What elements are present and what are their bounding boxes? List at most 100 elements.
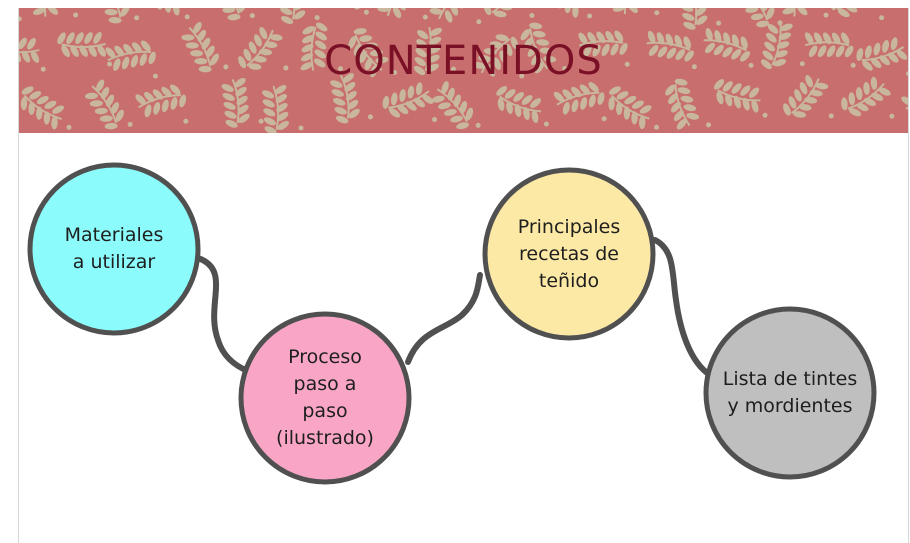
pattern-dot [298, 125, 304, 131]
pattern-dot [392, 70, 398, 76]
leaf-sprig [841, 76, 891, 117]
connector-3-4 [652, 237, 713, 378]
pattern-dot [624, 61, 630, 67]
leaf-sprig [856, 37, 908, 71]
pattern-dot [337, 66, 343, 72]
leaf-sprig [830, 8, 876, 18]
leaf-sprig [19, 37, 40, 63]
pattern-dot [828, 113, 834, 119]
connector-1-2 [195, 255, 253, 375]
pattern-dot [691, 64, 697, 70]
pattern-dot [283, 65, 289, 71]
node-materiales[interactable] [27, 162, 201, 336]
pattern-dot [314, 15, 320, 21]
leaf-sprig [330, 73, 360, 124]
pattern-dot [823, 12, 829, 18]
leaf-sprig [100, 8, 130, 24]
leaf-sprig [431, 81, 474, 130]
leaf-sprig [553, 82, 605, 115]
leaf-sprig [57, 32, 106, 58]
pattern-dot [543, 121, 549, 127]
pattern-dot [450, 66, 456, 72]
pattern-dot [422, 14, 428, 20]
leaf-sprig [33, 8, 59, 17]
pattern-dot [134, 15, 140, 21]
leaf-sprig [213, 8, 247, 21]
pattern-dot [73, 12, 79, 18]
leaf-sprig [496, 86, 542, 124]
page-title: CONTENIDOS [324, 38, 603, 84]
node-recetas-label: Principales recetas de teñido [517, 215, 621, 292]
leaf-sprig [760, 22, 793, 70]
pattern-dot [223, 64, 229, 70]
pattern-dot [432, 117, 438, 123]
pattern-dot [706, 122, 712, 128]
leaf-sprig [783, 75, 829, 118]
pattern-dot [587, 13, 593, 19]
leaf-sprig [262, 85, 289, 133]
pattern-dot [889, 113, 895, 119]
leaf-sprig [612, 8, 638, 14]
pattern-dot [654, 124, 660, 130]
leaf-sprig [646, 30, 694, 62]
leaf-sprig [84, 79, 124, 130]
pattern-dot [40, 66, 46, 72]
node-tintes[interactable] [703, 306, 877, 480]
leaf-sprig [472, 34, 519, 77]
pattern-dot [519, 73, 525, 79]
leaf-sprig [608, 86, 652, 130]
pattern-dot [249, 13, 255, 19]
leaf-sprig [155, 8, 180, 16]
pattern-dot [562, 66, 568, 72]
leaf-sprig [135, 84, 187, 118]
pattern-dot [183, 118, 189, 124]
node-proceso[interactable] [238, 311, 412, 485]
pattern-dot [654, 10, 660, 16]
pattern-dot [19, 16, 22, 22]
pattern-dot [152, 73, 158, 79]
pattern-dot [799, 61, 805, 67]
pattern-dot [363, 9, 369, 15]
leaf-sprig [377, 8, 412, 19]
title-banner: CONTENIDOS [19, 8, 908, 133]
leaf-sprig [483, 8, 521, 18]
leaf-sprig [280, 8, 306, 25]
leaf-sprig [543, 8, 583, 18]
pattern-dot [748, 62, 754, 68]
leaf-sprig [703, 28, 751, 62]
leaf-sprig [348, 28, 389, 78]
leaf-sprig [382, 82, 434, 118]
node-materiales-label: Materiales a utilizar [64, 224, 164, 273]
node-proceso-label: Proceso paso a paso (ilustrado) [276, 346, 374, 449]
leaf-sprig [714, 79, 761, 113]
pattern-dot [716, 20, 722, 26]
leaf-sprig [740, 8, 775, 28]
leaf-sprig [221, 77, 250, 128]
pattern-dot [66, 124, 72, 130]
pattern-dot [258, 118, 264, 124]
pattern-dot [906, 71, 908, 77]
node-tintes-label: Lista de tintes y mordientes [722, 368, 858, 417]
leaf-sprig [238, 26, 283, 70]
leaf-pattern [19, 8, 908, 133]
leaf-sprig [804, 32, 854, 58]
leaf-sprig [181, 21, 219, 73]
pattern-dot [367, 114, 373, 120]
connector-2-3 [405, 272, 483, 365]
pattern-dot [127, 121, 133, 127]
pattern-dot [762, 112, 768, 118]
pattern-dot [475, 122, 481, 128]
leaf-sprig [665, 78, 700, 130]
leaf-sprig [413, 27, 443, 76]
pattern-dot [879, 15, 885, 21]
node-recetas[interactable] [482, 167, 656, 341]
pattern-dot [601, 116, 607, 122]
leaf-sprig [520, 22, 557, 74]
leaf-sprig [429, 8, 468, 23]
leaf-sprig [20, 86, 64, 130]
pattern-dot [476, 19, 482, 25]
slide: CONTENIDOS [18, 8, 909, 543]
leaf-sprig [578, 30, 628, 58]
leaf-sprig [782, 8, 808, 17]
